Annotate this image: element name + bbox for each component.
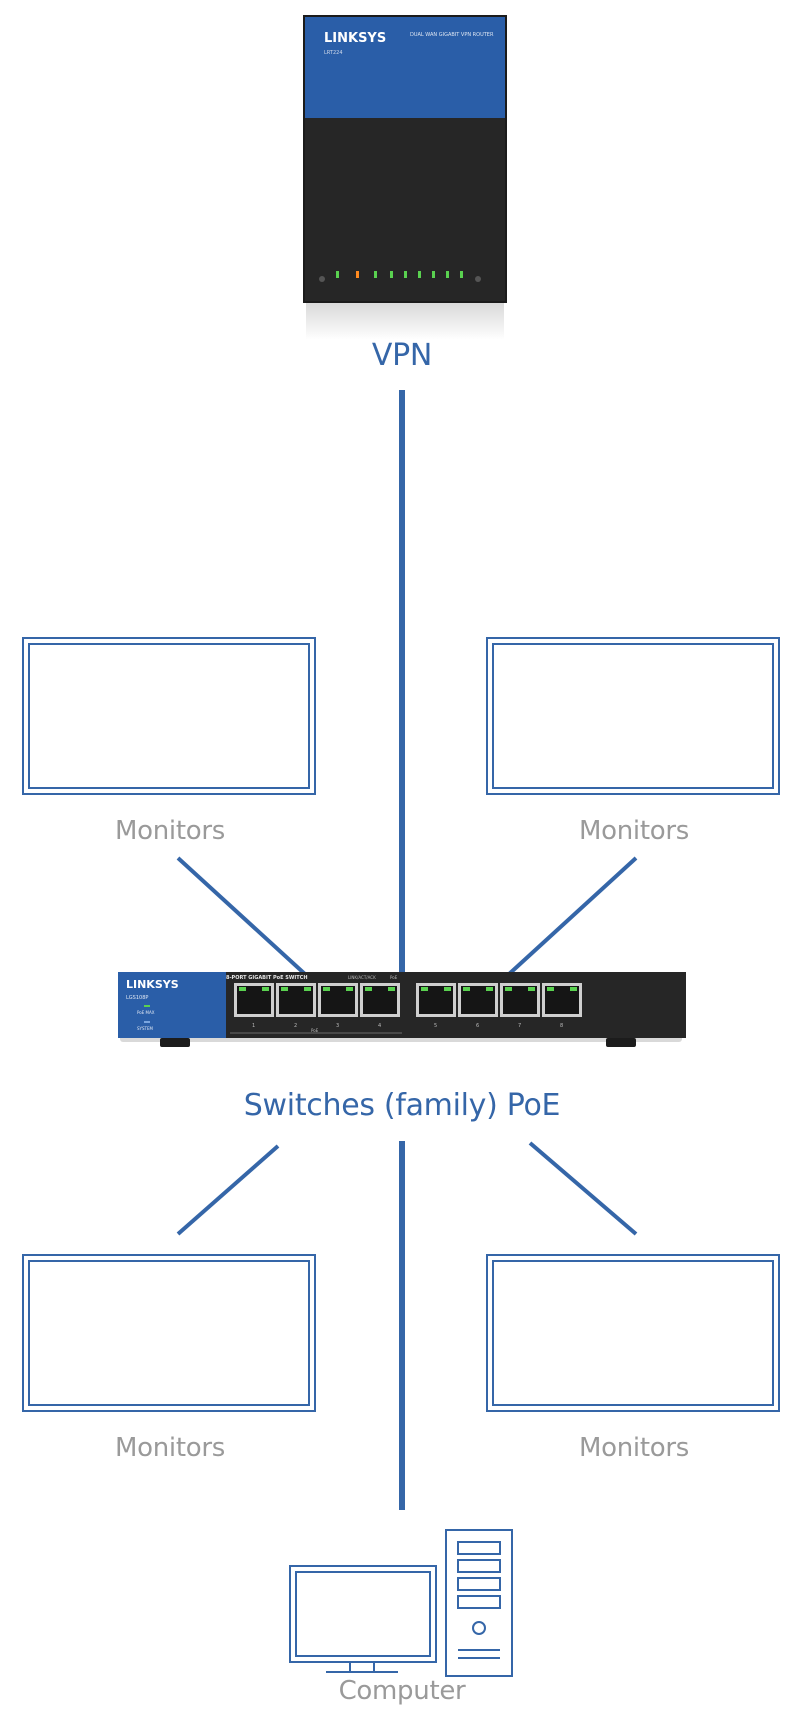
switch-poe-tag: PoE <box>390 975 398 980</box>
switch-port-label: 2 <box>294 1023 297 1029</box>
switch-port-6: 6 <box>458 983 498 1029</box>
monitor-bottom-right <box>486 1254 780 1412</box>
switch-port-label: 1 <box>252 1023 255 1029</box>
computer-label: Computer <box>338 1676 466 1706</box>
switch-port-label: 6 <box>476 1023 479 1029</box>
vpn-router-image: LINKSYS LRT224 DUAL WAN GIGABIT VPN ROUT… <box>303 15 507 340</box>
monitor-top-right <box>486 637 780 795</box>
vpn-label: VPN <box>371 338 433 373</box>
switch-led-label-2: SYSTEM <box>137 1026 153 1031</box>
switch-brand: LINKSYS <box>126 978 179 991</box>
line-monitor-top-left <box>176 856 308 977</box>
switch-port-7: 7 <box>500 983 540 1029</box>
switch-port-3: 3 <box>318 983 358 1029</box>
switch-port-5: 5 <box>416 983 456 1029</box>
router-leds <box>319 271 481 282</box>
switch-header-right: LINK/ACT/ACK <box>348 975 376 980</box>
monitor-label-bottom-left: Monitors <box>115 1433 225 1463</box>
switch-port-8: 8 <box>542 983 582 1029</box>
monitor-bottom-left <box>22 1254 316 1412</box>
switch-group-label: PoE <box>311 1028 319 1033</box>
switch-ports: 1 2 3 4 5 6 7 8 <box>234 983 582 1029</box>
switch-port-label: 8 <box>560 1023 563 1029</box>
switch-port-4: 4 <box>360 983 400 1029</box>
monitor-label-bottom-right: Monitors <box>579 1433 689 1463</box>
router-subtitle: DUAL WAN GIGABIT VPN ROUTER <box>410 32 494 38</box>
switch-model: LGS108P <box>126 995 148 1001</box>
poe-switch-image: LINKSYS LGS108P PoE MAX SYSTEM 8-PORT GI… <box>118 972 686 1047</box>
switch-port-1: 1 <box>234 983 274 1029</box>
line-monitor-bottom-left <box>176 1144 280 1236</box>
router-brand: LINKSYS <box>324 31 386 46</box>
switch-port-label: 4 <box>378 1023 381 1029</box>
switch-label: Switches (family) PoE <box>243 1088 561 1123</box>
router-model: LRT224 <box>324 50 343 56</box>
switch-led-label-1: PoE MAX <box>137 1010 155 1015</box>
switch-header-text: 8-PORT GIGABIT PoE SWITCH <box>226 975 308 981</box>
line-monitor-top-right <box>506 856 638 977</box>
switch-port-2: 2 <box>276 983 316 1029</box>
monitor-label-top-left: Monitors <box>115 816 225 846</box>
monitor-label-top-right: Monitors <box>579 816 689 846</box>
switch-port-label: 3 <box>336 1023 339 1029</box>
switch-port-label: 7 <box>518 1023 521 1029</box>
line-monitor-bottom-right <box>528 1141 638 1236</box>
computer-icon <box>289 1529 513 1677</box>
monitor-top-left <box>22 637 316 795</box>
switch-port-label: 5 <box>434 1023 437 1029</box>
